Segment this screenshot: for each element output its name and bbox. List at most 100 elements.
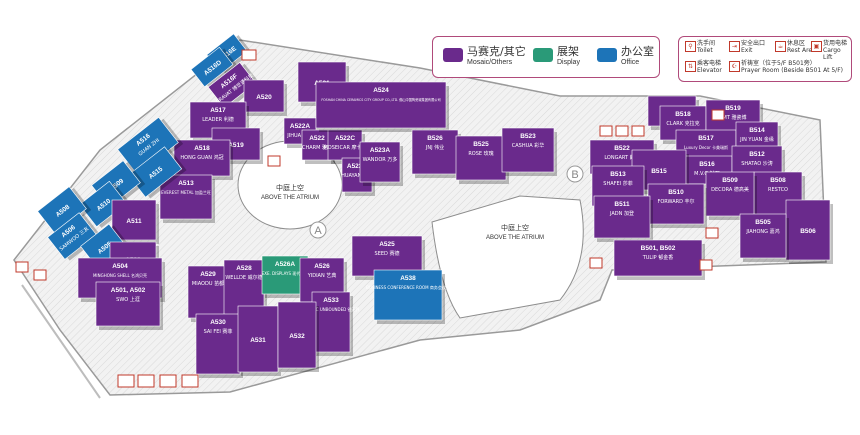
prayer-room-icon: ☪ bbox=[729, 61, 740, 72]
booth-name: TMT 雅瓷博 bbox=[718, 114, 746, 121]
office-swatch bbox=[597, 47, 617, 62]
atrium-right-en: ABOVE THE ATRIUM bbox=[486, 235, 544, 241]
booth-b506[interactable]: B506 bbox=[785, 199, 833, 264]
booth-block[interactable] bbox=[173, 139, 231, 177]
booth-name: JIAHONG 嘉鸿 bbox=[745, 228, 779, 235]
booth-a510[interactable]: A510 bbox=[78, 179, 132, 229]
booth-block[interactable] bbox=[593, 195, 651, 239]
booth-a508[interactable]: A508 bbox=[37, 185, 92, 237]
booth-block[interactable] bbox=[159, 174, 213, 220]
toilet-icon bbox=[33, 269, 47, 281]
booth-id: A524 bbox=[373, 87, 389, 94]
booth-id: A513 bbox=[178, 180, 194, 187]
booth-name: Luxury Decor 卡美瑞斯 bbox=[684, 144, 728, 150]
booth-block[interactable] bbox=[187, 265, 229, 319]
booth-block[interactable] bbox=[127, 146, 183, 198]
booth-block[interactable] bbox=[315, 81, 447, 129]
booth-name: HUAYAN 华延 bbox=[341, 172, 373, 179]
booth-block[interactable] bbox=[411, 129, 459, 175]
booth-block[interactable] bbox=[207, 62, 257, 108]
mosaic-swatch bbox=[443, 47, 463, 62]
booth-id: A526A bbox=[275, 261, 296, 268]
booth-block[interactable] bbox=[190, 46, 234, 88]
booth-block[interactable] bbox=[501, 127, 555, 173]
booth-block[interactable] bbox=[78, 180, 128, 228]
booth-block[interactable] bbox=[739, 213, 787, 259]
booth-id: B525 bbox=[473, 141, 489, 148]
booth-name: SHAFEI 莎菲 bbox=[603, 180, 632, 187]
booth-name: SWO 上涯 bbox=[116, 296, 140, 303]
booth-block[interactable] bbox=[243, 79, 285, 113]
booth-id: B510 bbox=[668, 189, 684, 196]
booth-block[interactable] bbox=[613, 239, 703, 277]
booth-block[interactable] bbox=[327, 129, 363, 161]
atrium-left-en: ABOVE THE ATRIUM bbox=[261, 195, 319, 201]
exit-icon bbox=[241, 49, 257, 61]
booth-block[interactable] bbox=[455, 135, 507, 181]
booth-id: B506 bbox=[800, 228, 816, 235]
booth-block[interactable] bbox=[95, 281, 161, 327]
facility-exit-en: Exit bbox=[741, 47, 753, 54]
facility-cargo-cn: 货用电梯 bbox=[823, 40, 848, 47]
booth-block[interactable] bbox=[237, 305, 279, 373]
toilet-icon: ⚲ bbox=[685, 41, 696, 52]
booth-name: MIAODU 苗都 bbox=[192, 281, 224, 287]
booth-name: MINGHONG SHELL 名鸿贝壳 bbox=[93, 272, 147, 278]
legend-display: 展架 Display bbox=[533, 43, 580, 66]
booth-block[interactable] bbox=[373, 269, 443, 321]
booth-block[interactable] bbox=[111, 199, 157, 241]
booth-name: BUSINESS CONFERENCE ROOM 商务会议室 bbox=[366, 284, 450, 290]
booth-block[interactable] bbox=[311, 291, 351, 353]
booth-id: A504 bbox=[112, 263, 128, 270]
booth-block[interactable] bbox=[647, 183, 705, 225]
booth-name: JIHUA 集华 bbox=[286, 132, 312, 139]
booth-id: A520 bbox=[256, 94, 272, 101]
booth-a532[interactable]: A532 bbox=[277, 301, 319, 372]
booth-id: B523 bbox=[520, 133, 536, 140]
booth-block[interactable] bbox=[351, 235, 423, 277]
booth-a520[interactable]: A520 bbox=[243, 79, 287, 116]
booth-a515[interactable]: A515 bbox=[127, 145, 187, 200]
legend-office: 办公室 Office bbox=[597, 43, 654, 66]
booth-id: B522 bbox=[614, 145, 630, 152]
booth-name: WELLDE 威尔德 bbox=[225, 274, 262, 281]
booth-id: A518 bbox=[194, 145, 210, 152]
booth-id: A501, A502 bbox=[111, 287, 146, 294]
facility-prayer-en: Prayer Room (Beside B501 At 5/F) bbox=[741, 67, 843, 74]
booth-block[interactable] bbox=[359, 141, 401, 183]
booth-block[interactable] bbox=[47, 212, 97, 260]
facility-prayer-cn: 祈祷室（位于5/F B501旁） bbox=[741, 60, 816, 67]
booth-name: LONGART 朗艺 bbox=[604, 154, 639, 161]
booth-block[interactable] bbox=[277, 301, 317, 369]
facility-rest-en: Rest Area bbox=[787, 47, 816, 54]
booth-a516d[interactable]: A516D bbox=[190, 45, 238, 89]
booth-block[interactable] bbox=[785, 199, 831, 261]
booth-block[interactable] bbox=[705, 171, 755, 217]
booth-id: A533 bbox=[323, 297, 339, 304]
booth-a511[interactable]: A511 bbox=[111, 199, 159, 244]
booth-a531[interactable]: A531 bbox=[237, 305, 281, 376]
